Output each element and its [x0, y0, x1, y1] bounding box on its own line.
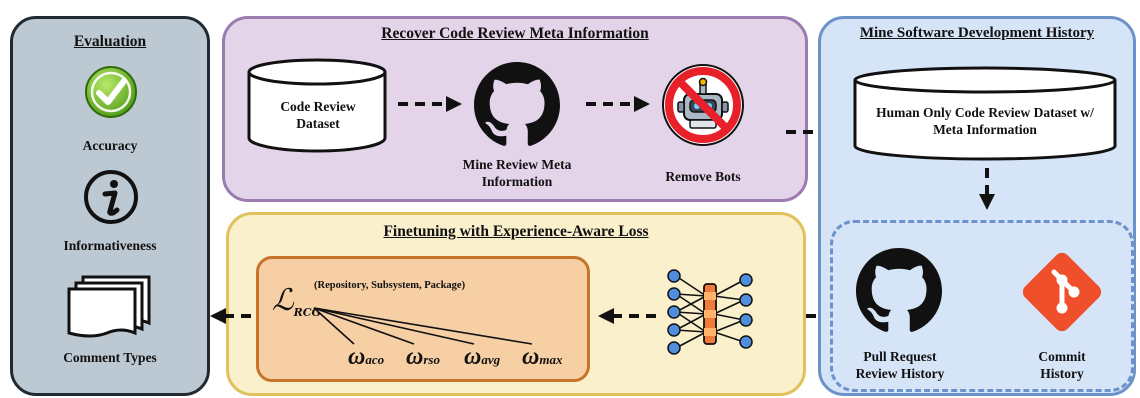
flow-arrow	[598, 308, 662, 324]
commit-history-label: Commit History	[1038, 349, 1086, 381]
informativeness-label: Informativeness	[63, 238, 157, 253]
neural-network-icon	[667, 269, 753, 355]
flow-arrow	[586, 96, 650, 112]
info-circle-icon	[84, 170, 138, 224]
loss-function-box	[256, 256, 590, 382]
evaluation-panel: Evaluation Accuracy Informativeness Comm…	[10, 16, 210, 396]
mine-history-title: Mine Software Development History	[859, 25, 1095, 41]
recover-title: Recover Code Review Meta Information	[381, 25, 649, 42]
loss-symbol: ℒRCG	[272, 286, 321, 328]
check-badge-icon	[85, 66, 137, 118]
git-icon	[1022, 252, 1102, 332]
weight-subscript: rso	[423, 352, 440, 367]
human-only-dataset-label: Human Only Code Review Dataset w/ Meta I…	[876, 105, 1094, 137]
weight-avg: ωavg	[464, 344, 500, 371]
stacked-pages-icon	[67, 275, 151, 338]
weight-subscript: avg	[481, 352, 501, 367]
no-bot-icon	[662, 64, 744, 146]
evaluation-title: Evaluation	[73, 33, 147, 50]
weight-aco: ωaco	[348, 344, 384, 371]
pull-request-label: Pull Request Review History	[855, 349, 945, 381]
loss-branch-lines	[313, 307, 533, 345]
comment-types-label: Comment Types	[63, 350, 157, 365]
finetune-title: Finetuning with Experience-Aware Loss	[383, 223, 649, 240]
omega-symbol: ω	[406, 344, 424, 370]
omega-symbol: ω	[348, 344, 366, 370]
github-icon	[856, 248, 942, 332]
weight-rso: ωrso	[406, 344, 440, 371]
loss-scope-label: (Repository, Subsystem, Package)	[314, 280, 466, 291]
weight-subscript: max	[539, 352, 563, 367]
weight-max: ωmax	[522, 344, 562, 371]
loss-subscript: RCG	[293, 306, 321, 319]
weight-subscript: aco	[365, 352, 385, 367]
mine-review-meta-label: Mine Review Meta Information	[462, 157, 572, 189]
remove-bots-label: Remove Bots	[665, 169, 741, 184]
omega-symbol: ω	[464, 344, 482, 370]
flow-arrow-down	[979, 168, 995, 210]
code-review-dataset-cylinder	[247, 58, 387, 153]
github-icon	[474, 62, 560, 146]
loss-script-l: ℒ	[272, 283, 294, 318]
omega-symbol: ω	[522, 344, 540, 370]
flow-arrow	[210, 308, 256, 324]
flow-arrow	[398, 96, 462, 112]
human-only-dataset-cylinder	[853, 66, 1117, 161]
accuracy-label: Accuracy	[82, 138, 138, 153]
code-review-dataset-label: Code Review Dataset	[280, 99, 356, 131]
